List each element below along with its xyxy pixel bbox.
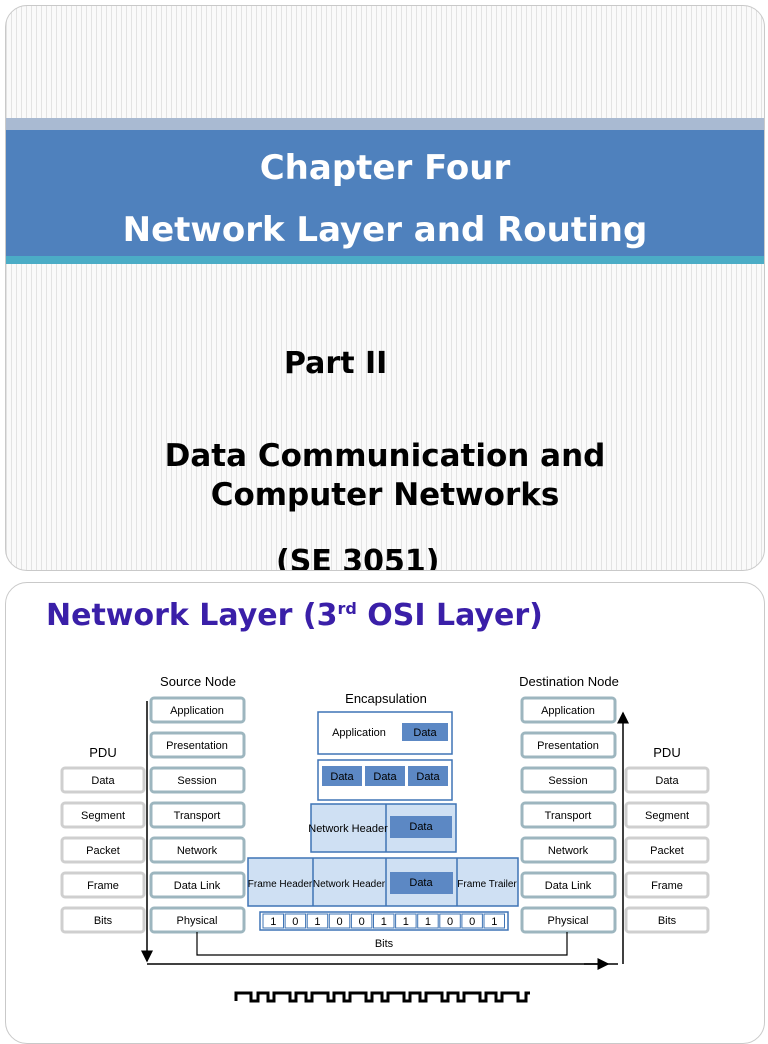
pdu-frame: Frame — [651, 880, 683, 892]
bit-value: 0 — [469, 916, 475, 928]
encapsulation-stack: Application Data Data Data Data Network … — [247, 711, 519, 907]
source-layer-stack: Application Presentation Session Transpo… — [149, 696, 246, 934]
bit-cell — [439, 913, 461, 929]
course-name-line1: Data Communication and — [164, 438, 606, 474]
title-band-top — [6, 118, 764, 130]
pdu-label-right: PDU — [653, 745, 680, 760]
bit-value: 1 — [425, 916, 431, 928]
bit-cell — [483, 913, 505, 929]
source-layer-physical: Physical — [177, 915, 218, 927]
dest-layer-application: Application — [541, 705, 595, 717]
dest-layer-network: Network — [548, 845, 589, 857]
bit-value: 1 — [403, 916, 409, 928]
pdu-label-left: PDU — [89, 745, 116, 760]
pdu-data: Data — [655, 775, 679, 787]
bit-value: 0 — [292, 916, 298, 928]
enc-network-header: Network Header — [308, 823, 388, 835]
bit-cell — [262, 913, 284, 929]
bit-cell — [461, 913, 483, 929]
dest-layer-session: Session — [548, 775, 587, 787]
enc-frame-trailer: Frame Trailer — [457, 879, 517, 890]
source-layer-session: Session — [177, 775, 216, 787]
title-slide: Chapter Four Network Layer and Routing P… — [5, 5, 765, 571]
bit-cell — [373, 913, 395, 929]
pdu-packet: Packet — [650, 845, 684, 857]
bit-value: 0 — [447, 916, 453, 928]
pdu-column-left: Data Segment Packet Frame Bits — [60, 766, 146, 934]
enc-frame-header: Frame Header — [248, 879, 313, 890]
bits-caption: Bits — [375, 938, 394, 950]
flow-arrows — [141, 701, 629, 970]
pdu-bits: Bits — [94, 915, 113, 927]
enc-data-label: Data — [413, 727, 437, 739]
destination-layer-stack: Application Presentation Session Transpo… — [520, 696, 617, 934]
bit-value: 0 — [336, 916, 342, 928]
source-layer-application: Application — [170, 705, 224, 717]
source-layer-datalink: Data Link — [174, 880, 221, 892]
part-label: Part II — [284, 346, 388, 381]
bit-cell — [417, 913, 439, 929]
network-layer-slide: Network Layer (3rd OSI Layer) Source Nod… — [5, 582, 765, 1044]
bit-value: 1 — [270, 916, 276, 928]
enc-data-segment: Data — [330, 771, 354, 783]
physical-link — [196, 932, 568, 956]
pdu-column-right: Data Segment Packet Frame Bits — [624, 766, 710, 934]
enc-packet-data: Data — [409, 821, 433, 833]
bits-row: 1 0 1 0 0 1 1 1 0 0 1 Bits — [259, 911, 509, 950]
pdu-segment: Segment — [645, 810, 689, 822]
bit-cell — [284, 913, 307, 929]
chapter-subtitle: Network Layer and Routing — [122, 210, 648, 250]
pdu-frame: Frame — [87, 880, 119, 892]
osi-encapsulation-diagram: Source Node Destination Node Encapsulati… — [60, 674, 710, 1003]
pdu-segment: Segment — [81, 810, 125, 822]
source-layer-transport: Transport — [174, 810, 221, 822]
source-layer-presentation: Presentation — [166, 740, 228, 752]
course-code: (SE 3051) — [276, 544, 440, 571]
source-node-label: Source Node — [160, 674, 236, 689]
chapter-title: Chapter Four — [259, 148, 511, 188]
bit-value: 1 — [491, 916, 497, 928]
bit-cell — [350, 913, 373, 929]
dest-layer-transport: Transport — [545, 810, 592, 822]
source-layer-network: Network — [177, 845, 218, 857]
enc-data-segment: Data — [416, 771, 440, 783]
bit-value: 1 — [381, 916, 387, 928]
course-name-line2: Computer Networks — [210, 477, 560, 513]
bit-cell — [395, 913, 417, 929]
enc-data-segment: Data — [373, 771, 397, 783]
title-band — [6, 130, 764, 256]
title-band-bottom — [6, 256, 764, 264]
dest-layer-datalink: Data Link — [545, 880, 592, 892]
bit-value: 0 — [359, 916, 365, 928]
bit-cell — [328, 913, 351, 929]
enc-frame-network-header: Network Header — [313, 879, 386, 890]
encapsulation-label: Encapsulation — [345, 691, 427, 706]
pdu-data: Data — [91, 775, 115, 787]
destination-node-label: Destination Node — [519, 674, 619, 689]
dest-layer-physical: Physical — [548, 915, 589, 927]
slide-title: Network Layer (3rd OSI Layer) — [46, 598, 543, 633]
enc-application-label: Application — [332, 727, 386, 739]
bit-value: 1 — [314, 916, 320, 928]
signal-waveform — [234, 991, 530, 1003]
enc-frame-data: Data — [409, 877, 433, 889]
pdu-bits: Bits — [658, 915, 677, 927]
bit-cell — [306, 913, 329, 929]
pdu-packet: Packet — [86, 845, 120, 857]
dest-layer-presentation: Presentation — [537, 740, 599, 752]
